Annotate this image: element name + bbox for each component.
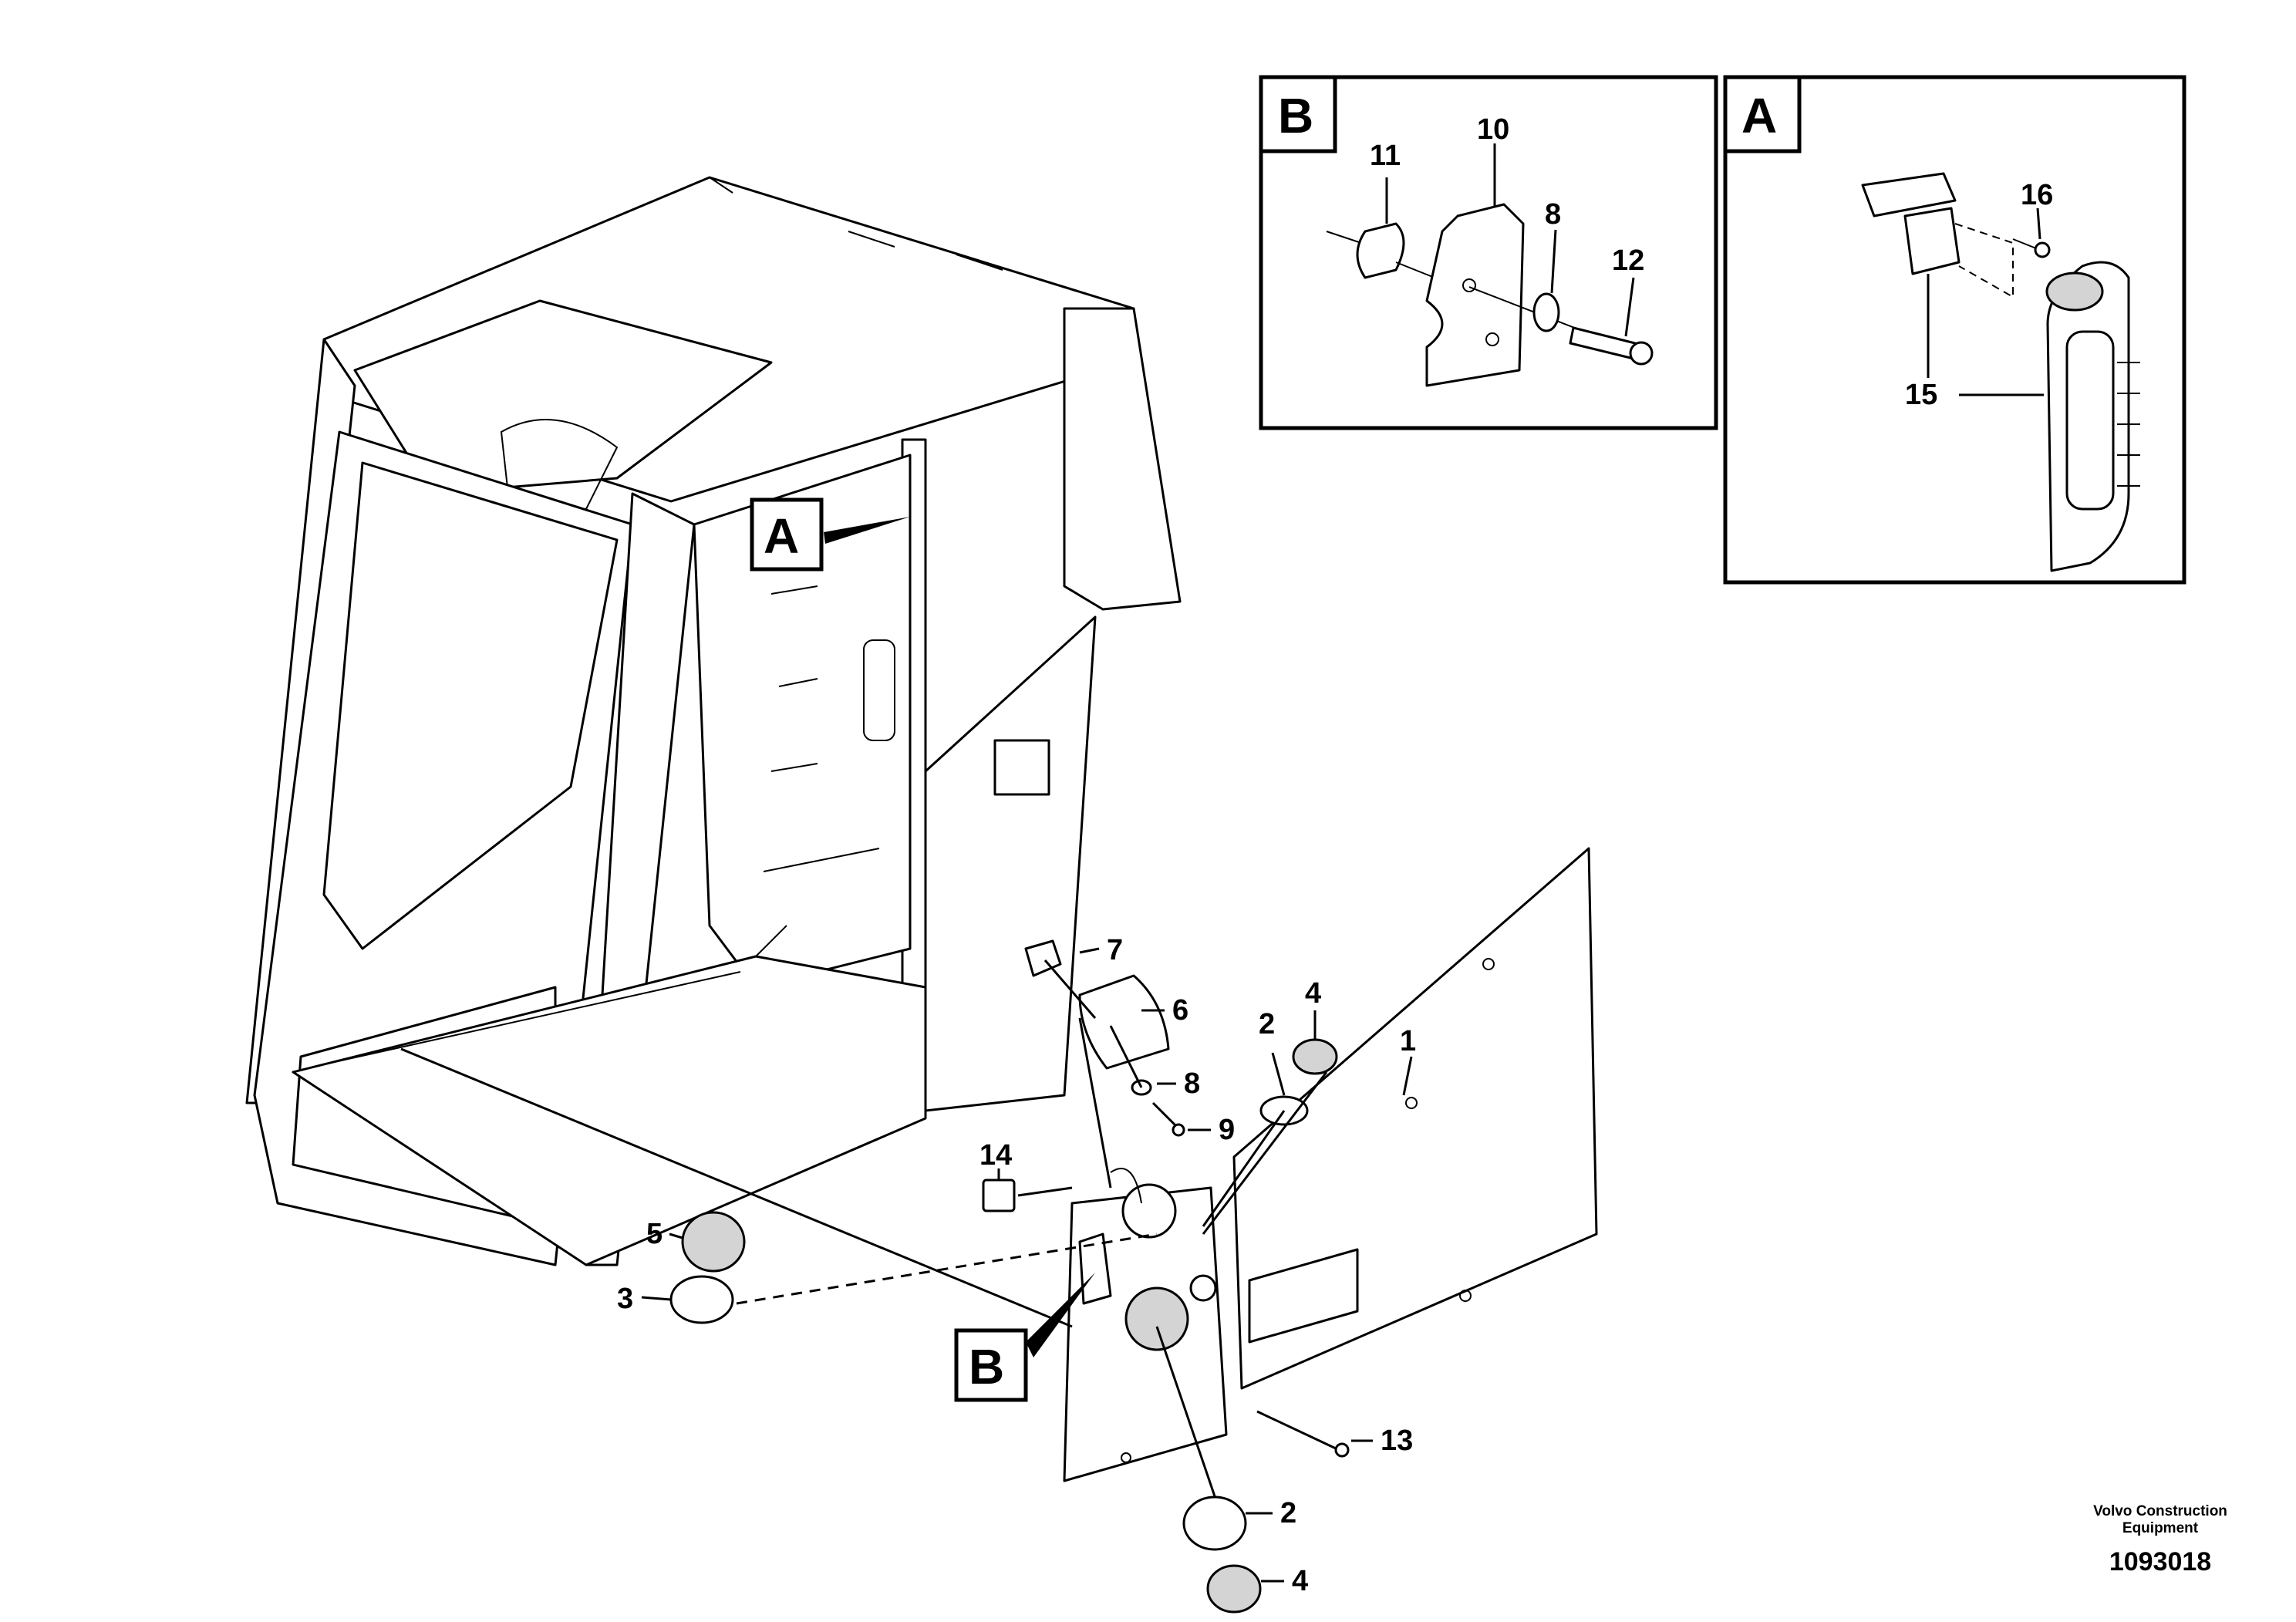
callout-12: 12: [1612, 244, 1644, 277]
callout-14: 14: [979, 1139, 1012, 1172]
roof-detail: [500, 419, 619, 511]
console-vent-lower: [1124, 1286, 1189, 1351]
console-bracket: [1078, 1233, 1112, 1305]
credit-line-2: Equipment: [2122, 1520, 2199, 1536]
leader-lines: [400, 959, 1337, 1497]
callout-4-lower: 4: [1292, 1565, 1308, 1597]
callout-7-top: 7: [1107, 934, 1123, 966]
callout-9: 9: [1219, 1114, 1235, 1146]
detail-b-letter: B: [1278, 88, 1313, 143]
callout-16: 16: [2021, 179, 2053, 211]
document-number: 1093018: [2109, 1547, 2212, 1576]
exploded-parts: [669, 939, 1350, 1614]
rear-wall: [693, 454, 912, 989]
callout-13: 13: [1381, 1425, 1413, 1457]
part-4-vent-lower: [1206, 1564, 1262, 1614]
detail-view-a: A 16 15: [1723, 75, 2186, 585]
callout-11: 11: [1370, 140, 1401, 172]
callout-5: 5: [646, 1218, 663, 1250]
callouts-main: 7 6 8 9 2 4 1 14 5 3 2 4 13: [617, 934, 1416, 1597]
side-panel-cutout: [1248, 1248, 1359, 1344]
part-11-spacer: [1356, 222, 1405, 279]
part-8-washer-detail: [1532, 292, 1560, 332]
callout-15: 15: [1905, 379, 1937, 411]
callout-4-upper: 4: [1305, 977, 1321, 1010]
callout-1: 1: [1400, 1025, 1416, 1057]
cab-frame: [245, 176, 1182, 1266]
right-side-panel: [1063, 847, 1598, 1482]
view-marker-a: A: [750, 497, 910, 572]
part-10-bracket: [1425, 203, 1525, 387]
detail-a-letter: A: [1741, 88, 1777, 143]
cab-floor: [292, 955, 927, 1266]
right-side-frame: [1063, 307, 1182, 611]
latch-plate: [993, 739, 1050, 796]
part-13-pin: [1334, 1442, 1350, 1458]
callout-8-main: 8: [1184, 1067, 1200, 1100]
part-6-cover: [1078, 974, 1170, 1070]
part-4-vent-upper: [1292, 1038, 1338, 1075]
manufacturer-credit: Volvo Construction Equipment: [2075, 1503, 2245, 1537]
callout-10: 10: [1477, 113, 1509, 146]
part-9-screw: [1172, 1123, 1185, 1137]
console-vent-upper: [1121, 1183, 1177, 1239]
striker-plate: [1861, 172, 1957, 218]
credit-line-1: Volvo Construction: [2093, 1503, 2227, 1519]
door-window: [322, 461, 619, 950]
part-2-ring-lower: [1182, 1496, 1247, 1551]
svg-text:B: B: [969, 1339, 1004, 1394]
view-marker-b: B: [954, 1273, 1095, 1402]
callout-8-detail: 8: [1545, 198, 1561, 231]
detail-view-b: B 11 10 8 12: [1259, 75, 1718, 430]
console-vent-side: [1189, 1274, 1217, 1302]
part-15-striker: [1903, 207, 1961, 275]
callout-3: 3: [617, 1283, 633, 1315]
part-16-screw: [2034, 241, 2051, 258]
part-14-block: [982, 1179, 1016, 1212]
svg-text:A: A: [764, 508, 799, 564]
callout-6: 6: [1172, 994, 1188, 1027]
right-console-rear: [924, 615, 1097, 1112]
callout-2-upper: 2: [1259, 1008, 1275, 1040]
callout-2-lower: 2: [1280, 1497, 1296, 1529]
part-3-ring-left: [669, 1275, 734, 1324]
part-5-vent-left: [681, 1211, 746, 1273]
side-panel-1: [1232, 847, 1598, 1390]
